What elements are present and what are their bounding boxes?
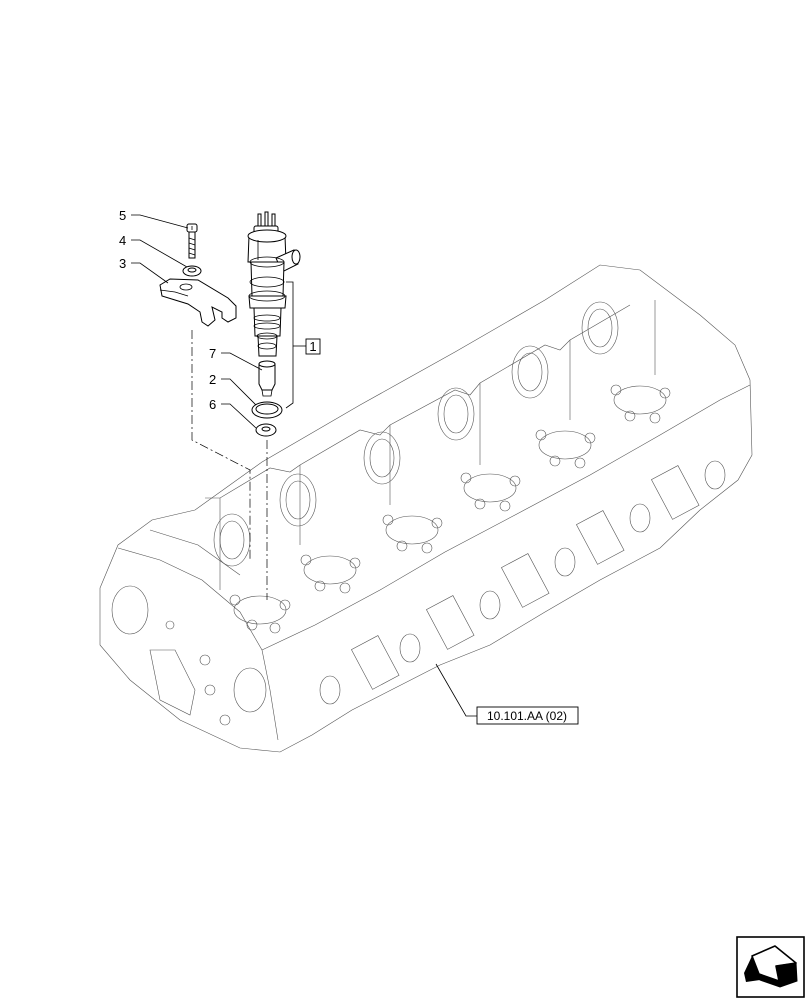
cylinder-head-phantom bbox=[99, 264, 753, 753]
part-o-ring bbox=[251, 401, 283, 419]
callout-7: 7 bbox=[209, 346, 216, 361]
callout-leaders bbox=[131, 214, 263, 429]
centerline-bracket bbox=[191, 330, 251, 560]
part-injector bbox=[247, 211, 301, 357]
reference-leader bbox=[435, 663, 477, 717]
part-washer bbox=[182, 265, 202, 277]
reference-label[interactable]: 10.101.AA (02) bbox=[487, 709, 567, 723]
callout-4: 4 bbox=[119, 233, 126, 248]
callout-6: 6 bbox=[209, 397, 216, 412]
reference-link[interactable]: 10.101.AA (02) bbox=[476, 706, 579, 725]
assembly-box-label: 1 bbox=[309, 339, 316, 354]
callout-2: 2 bbox=[209, 372, 216, 387]
part-screw bbox=[186, 223, 198, 259]
previous-page-arrow-icon[interactable] bbox=[736, 936, 805, 998]
part-nozzle-sleeve bbox=[258, 360, 276, 397]
part-sealing-washer bbox=[255, 423, 277, 437]
assembly-box bbox=[305, 338, 321, 355]
assembly-bracket-line bbox=[285, 281, 294, 409]
part-clamp-bracket bbox=[159, 278, 237, 327]
callout-5: 5 bbox=[119, 208, 126, 223]
callout-3: 3 bbox=[119, 256, 126, 271]
